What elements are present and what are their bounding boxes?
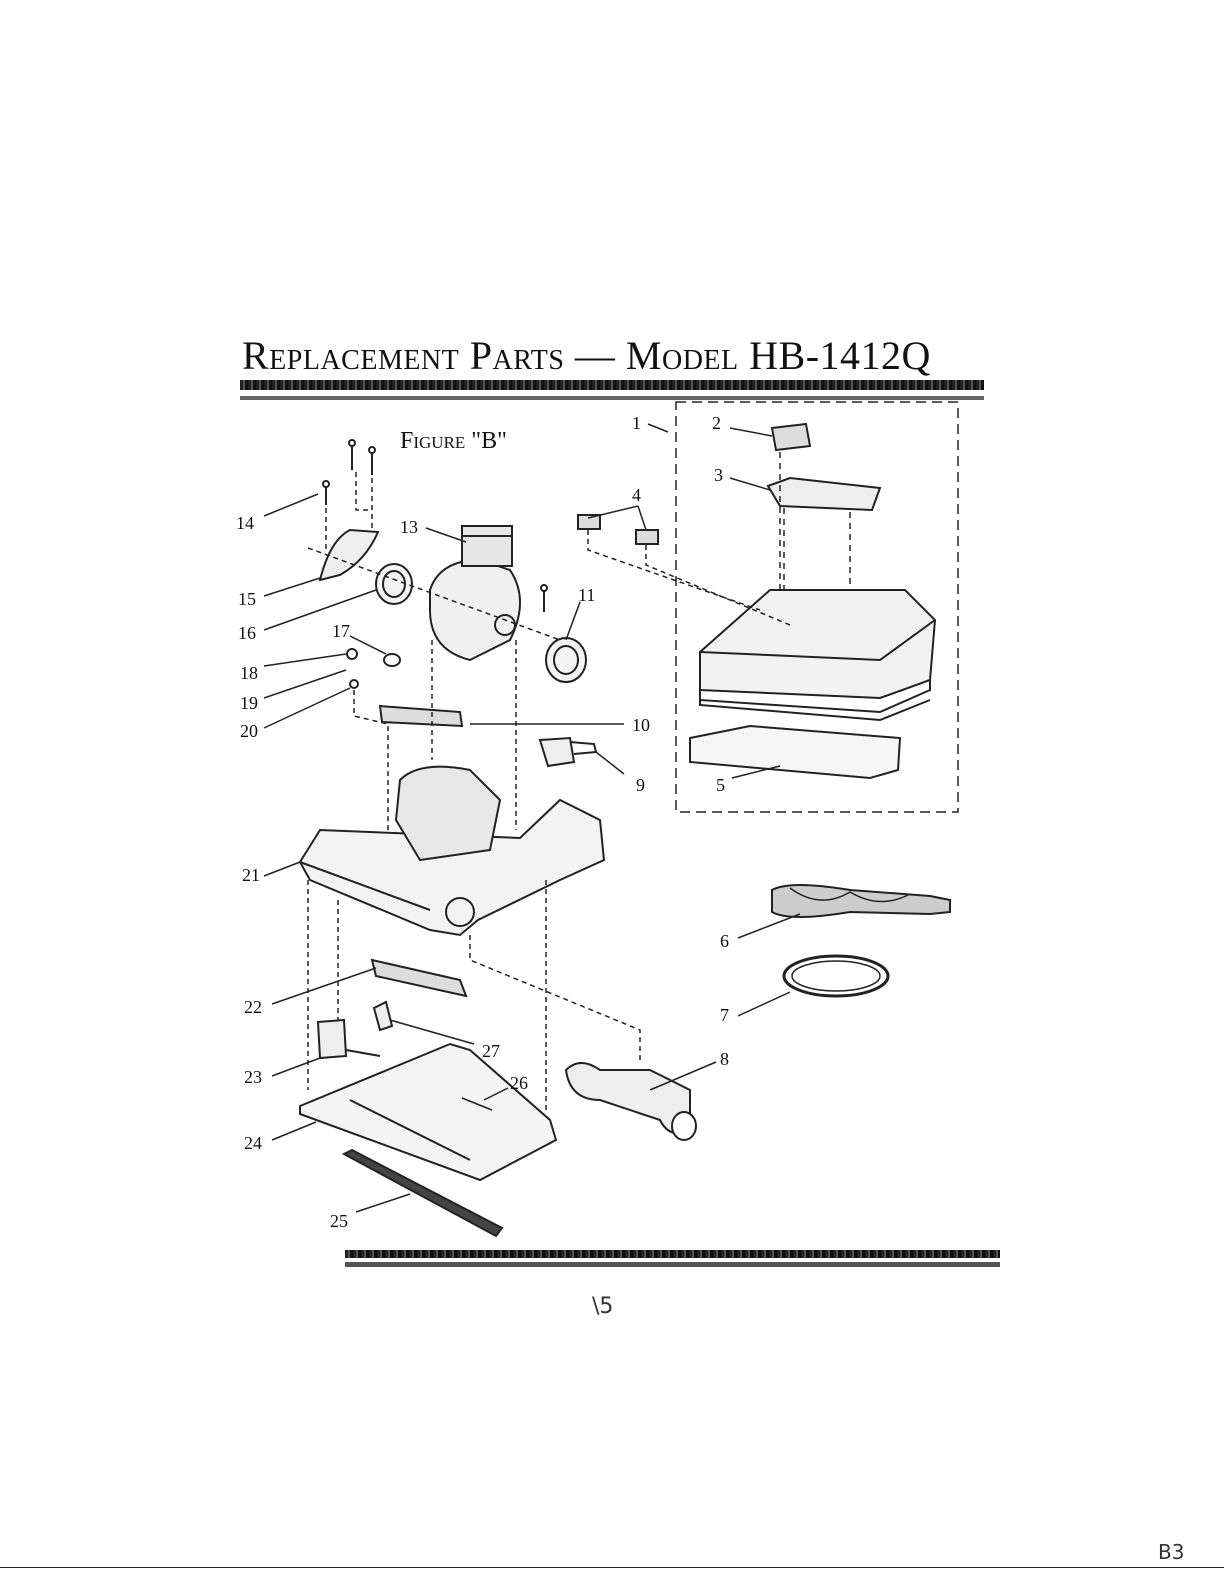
callout-7: 7 bbox=[720, 1005, 729, 1025]
part-20 bbox=[349, 679, 359, 689]
callout-11: 11 bbox=[578, 585, 596, 605]
callout-20: 20 bbox=[240, 721, 258, 741]
handwritten-mark: \5 bbox=[592, 1294, 614, 1319]
part-10 bbox=[378, 704, 464, 728]
part-26 bbox=[461, 1097, 493, 1111]
part-17 bbox=[383, 653, 401, 667]
part-18 bbox=[346, 648, 358, 660]
part-15 bbox=[318, 528, 380, 582]
bottom-rule-thin bbox=[345, 1262, 1000, 1267]
part-7 bbox=[782, 954, 890, 998]
callout-4: 4 bbox=[632, 485, 641, 505]
callout-14: 14 bbox=[236, 513, 254, 533]
callout-24: 24 bbox=[244, 1133, 262, 1153]
callout-21: 21 bbox=[242, 865, 260, 885]
part-24 bbox=[299, 1042, 558, 1182]
part-6 bbox=[771, 884, 951, 918]
callout-17: 17 bbox=[332, 621, 350, 641]
callout-9: 9 bbox=[636, 775, 645, 795]
part-22 bbox=[370, 958, 468, 998]
callout-5: 5 bbox=[716, 775, 725, 795]
part-5 bbox=[689, 724, 902, 780]
part-13-motor bbox=[429, 558, 521, 662]
part-25 bbox=[341, 1148, 504, 1238]
callout-22: 22 bbox=[244, 997, 262, 1017]
part-1-housing bbox=[699, 589, 937, 700]
callout-13: 13 bbox=[400, 517, 418, 537]
title-rule bbox=[240, 380, 984, 390]
callout-23: 23 bbox=[244, 1067, 262, 1087]
callout-2: 2 bbox=[712, 413, 721, 433]
part-4b bbox=[635, 529, 659, 545]
figure-label: Figure "B" bbox=[400, 428, 507, 454]
part-3 bbox=[766, 476, 882, 512]
callout-6: 6 bbox=[720, 931, 729, 951]
bottom-rule bbox=[345, 1250, 1000, 1258]
item-1-group-box bbox=[675, 401, 959, 813]
part-23 bbox=[316, 1018, 348, 1060]
callout-25: 25 bbox=[330, 1211, 348, 1231]
callout-16: 16 bbox=[238, 623, 256, 643]
callout-15: 15 bbox=[238, 589, 256, 609]
callout-19: 19 bbox=[240, 693, 258, 713]
callout-8: 8 bbox=[720, 1049, 729, 1069]
callout-3: 3 bbox=[714, 465, 723, 485]
part-11 bbox=[545, 637, 587, 683]
page-code: B3 bbox=[1158, 1540, 1185, 1564]
callout-18: 18 bbox=[240, 663, 258, 683]
callout-27: 27 bbox=[482, 1041, 500, 1061]
callout-26: 26 bbox=[510, 1073, 528, 1093]
part-16 bbox=[375, 563, 413, 605]
part-4a bbox=[577, 514, 601, 530]
footer-line bbox=[0, 1567, 1224, 1568]
part-27 bbox=[372, 1000, 394, 1032]
page-title: Replacement Parts — Model HB-1412Q bbox=[242, 333, 931, 378]
part-9 bbox=[538, 736, 576, 768]
title-rule-thin bbox=[240, 396, 984, 400]
callout-10: 10 bbox=[632, 715, 650, 735]
callout-1: 1 bbox=[632, 413, 641, 433]
part-2 bbox=[770, 422, 812, 452]
